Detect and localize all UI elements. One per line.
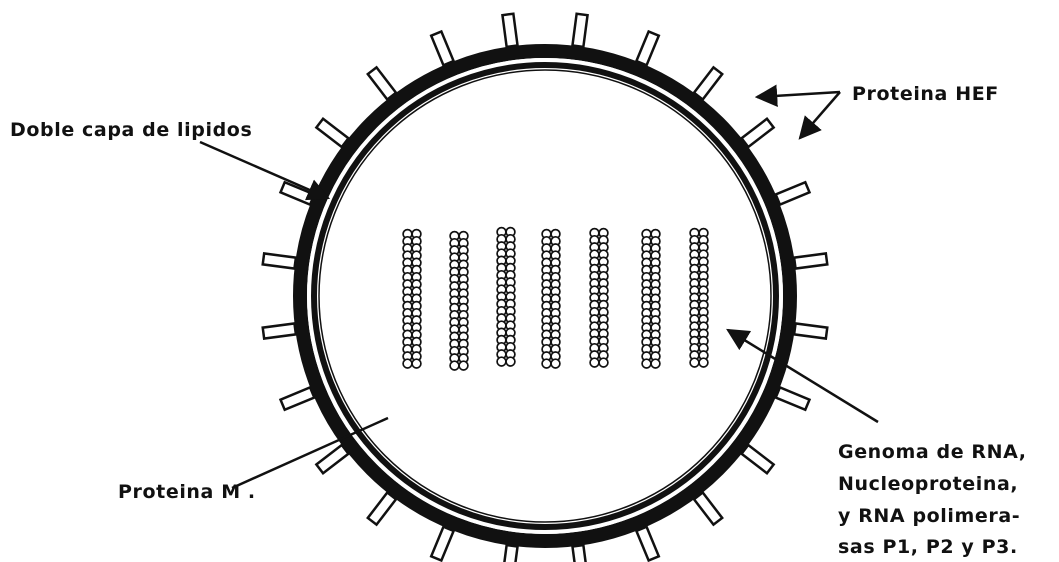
annotation-labels: Proteina HEF Doble capa de lipidos Prote… — [10, 83, 1027, 558]
nucleoprotein-bead — [642, 359, 651, 368]
hef-arrow-2 — [800, 92, 840, 138]
genome-segment — [403, 230, 421, 368]
hef-spike — [776, 182, 810, 204]
genome-segment — [497, 228, 515, 366]
hef-spike — [572, 545, 587, 562]
nucleoprotein-bead — [699, 358, 708, 367]
nucleoprotein-bead — [542, 359, 551, 368]
hef-spike — [742, 445, 774, 473]
hef-spike — [431, 32, 453, 66]
hef-spike — [281, 387, 315, 409]
hef-spike — [794, 323, 827, 338]
genome-label-line-2: Nucleoproteina, — [838, 473, 1018, 495]
hef-spike — [368, 67, 396, 99]
hef-spike — [502, 14, 517, 47]
nucleoprotein-bead — [590, 358, 599, 367]
genome-segment — [590, 229, 608, 367]
hef-spike — [572, 14, 587, 47]
genome-segment — [450, 232, 468, 370]
genome-label-line-3: y RNA polimera- — [838, 505, 1020, 527]
nucleoprotein-bead — [506, 357, 515, 366]
hef-spike — [316, 119, 348, 147]
lipid-arrow — [200, 142, 328, 198]
genome-label-line-4: sas P1, P2 y P3. — [838, 536, 1018, 558]
hef-spike — [263, 323, 296, 338]
hef-spike — [694, 493, 722, 525]
rna-genome-segments — [403, 228, 708, 370]
nucleoprotein-bead — [450, 361, 459, 370]
nucleoprotein-bead — [459, 361, 468, 370]
hef-spike — [742, 119, 774, 147]
hef-spike — [636, 32, 658, 66]
m-protein-label: Proteina M . — [118, 481, 256, 503]
genome-segment — [690, 229, 708, 367]
nucleoprotein-bead — [599, 358, 608, 367]
nucleoprotein-bead — [403, 359, 412, 368]
genome-segment — [642, 230, 660, 368]
hef-spike — [694, 67, 722, 99]
hef-protein-label: Proteina HEF — [852, 83, 999, 105]
hef-spike — [794, 253, 827, 268]
hef-spike — [263, 253, 296, 268]
nucleoprotein-bead — [651, 359, 660, 368]
genome-segment — [542, 230, 560, 368]
hef-spike — [502, 545, 517, 562]
hef-arrow-1 — [757, 92, 840, 97]
hef-spike — [368, 493, 396, 525]
hef-spike — [431, 527, 453, 561]
nucleoprotein-bead — [551, 359, 560, 368]
genome-label-line-1: Genoma de RNA, — [838, 441, 1027, 463]
nucleoprotein-bead — [690, 358, 699, 367]
nucleoprotein-bead — [412, 359, 421, 368]
nucleoprotein-bead — [497, 357, 506, 366]
lipid-bilayer-label: Doble capa de lipidos — [10, 119, 252, 141]
hef-spike — [636, 527, 658, 561]
hef-spike — [776, 387, 810, 409]
